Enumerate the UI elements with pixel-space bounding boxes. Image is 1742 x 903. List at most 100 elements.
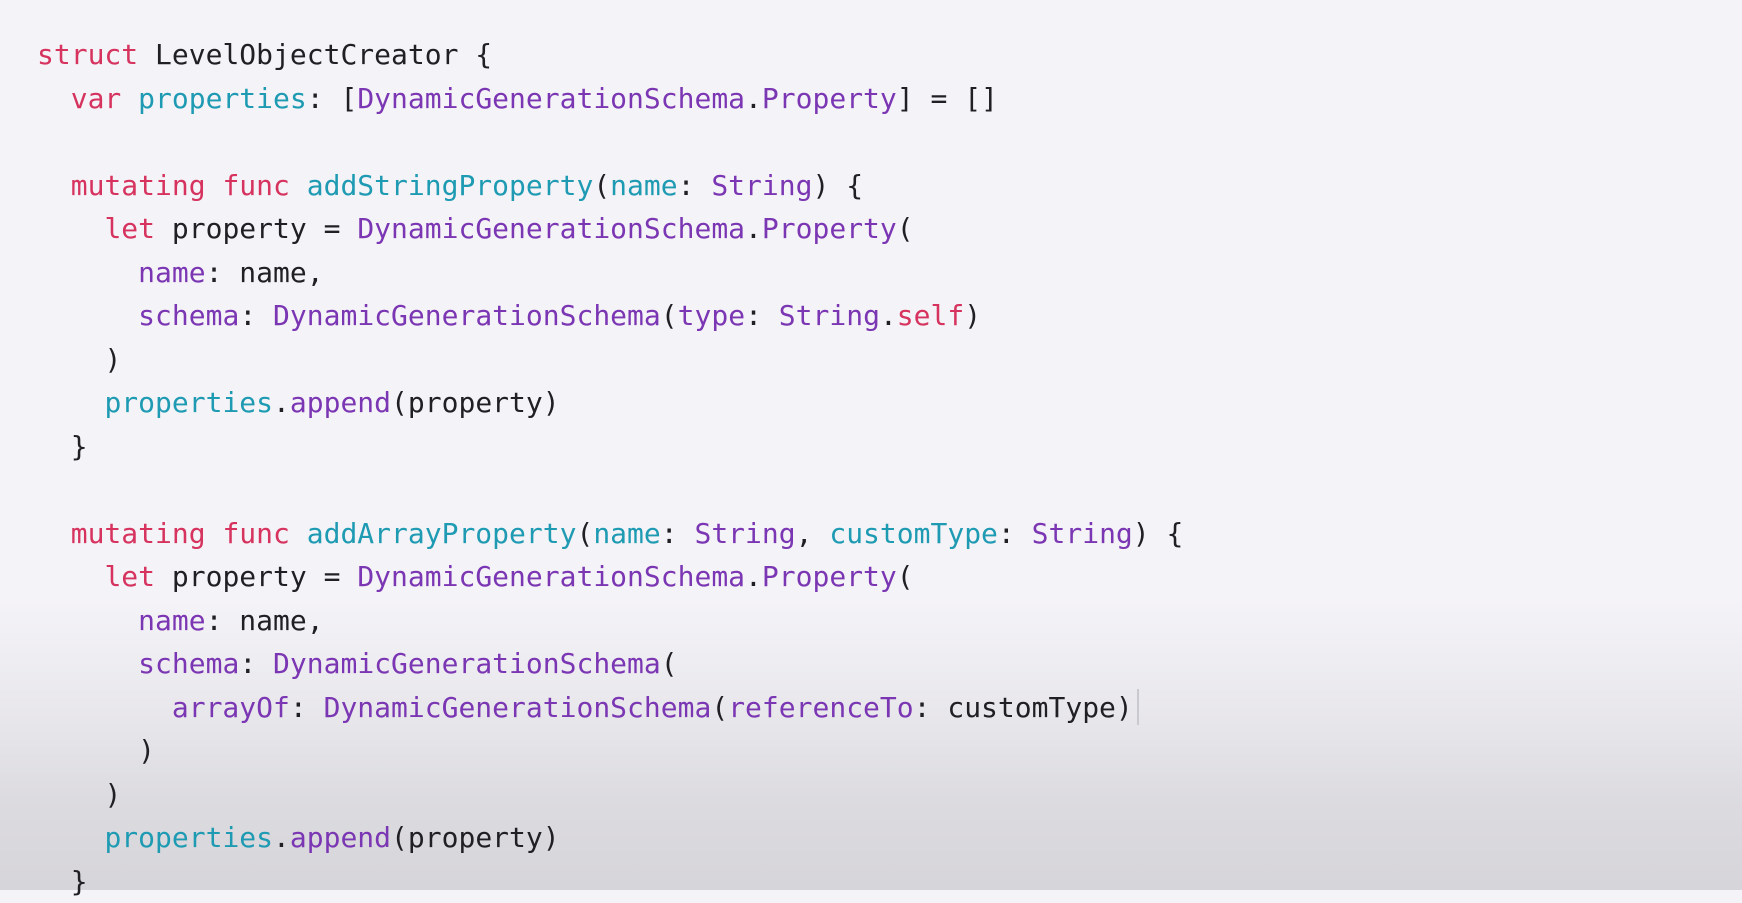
- code-token-type: DynamicGenerationSchema: [273, 299, 661, 332]
- code-line: let property = DynamicGenerationSchema.P…: [37, 207, 1183, 251]
- indent: [37, 778, 104, 811]
- code-token-plain: :: [239, 647, 273, 680]
- code-token-fn: name: [593, 517, 660, 550]
- code-line: struct LevelObjectCreator {: [37, 33, 1183, 77]
- code-line: mutating func addArrayProperty(name: Str…: [37, 512, 1183, 556]
- code-token-fn: addStringProperty: [307, 169, 594, 202]
- code-token-plain: (: [711, 691, 728, 724]
- code-token-plain: [206, 169, 223, 202]
- indent: [37, 691, 172, 724]
- code-token-plain: [206, 517, 223, 550]
- code-token-label: type: [678, 299, 745, 332]
- code-token-prop: properties: [104, 821, 273, 854]
- code-token-type: String: [711, 169, 812, 202]
- code-token-plain: ): [138, 734, 155, 767]
- code-token-type: DynamicGenerationSchema: [357, 560, 745, 593]
- code-line: }: [37, 425, 1183, 469]
- code-token-plain: (: [593, 169, 610, 202]
- code-token-plain: : name,: [206, 604, 324, 637]
- code-token-type: DynamicGenerationSchema: [324, 691, 712, 724]
- code-token-plain: .: [273, 386, 290, 419]
- code-token-plain: ): [104, 778, 121, 811]
- indent: [37, 560, 104, 593]
- code-token-plain: (property): [391, 386, 560, 419]
- code-token-label: referenceTo: [728, 691, 913, 724]
- indent: [37, 82, 71, 115]
- code-line: name: name,: [37, 251, 1183, 295]
- indent: [37, 647, 138, 680]
- code-token-kw: func: [222, 169, 289, 202]
- code-token-type: DynamicGenerationSchema: [273, 647, 661, 680]
- code-line: name: name,: [37, 599, 1183, 643]
- code-token-kw: mutating: [71, 517, 206, 550]
- code-token-plain: (: [576, 517, 593, 550]
- indent: [37, 430, 71, 463]
- code-token-plain: LevelObjectCreator {: [138, 38, 492, 71]
- code-line: let property = DynamicGenerationSchema.P…: [37, 555, 1183, 599]
- code-line: schema: DynamicGenerationSchema(type: St…: [37, 294, 1183, 338]
- code-token-prop: properties: [104, 386, 273, 419]
- code-token-prop: properties: [138, 82, 307, 115]
- code-token-type: String: [1032, 517, 1133, 550]
- code-token-kw: mutating: [71, 169, 206, 202]
- code-token-kw: var: [71, 82, 122, 115]
- code-token-plain: ] = []: [897, 82, 998, 115]
- code-token-plain: ): [104, 343, 121, 376]
- code-token-kw: struct: [37, 38, 138, 71]
- code-token-plain: (: [897, 212, 914, 245]
- code-token-plain: :: [678, 169, 712, 202]
- code-line: ): [37, 338, 1183, 382]
- code-token-plain: [290, 517, 307, 550]
- code-token-plain: :: [290, 691, 324, 724]
- code-token-type: String: [779, 299, 880, 332]
- code-line: var properties: [DynamicGenerationSchema…: [37, 77, 1183, 121]
- code-token-plain: :: [998, 517, 1032, 550]
- code-token-label: schema: [138, 647, 239, 680]
- code-line: ): [37, 773, 1183, 817]
- code-token-plain: ): [964, 299, 981, 332]
- text-cursor: [1137, 689, 1139, 725]
- code-token-type: append: [290, 821, 391, 854]
- code-token-kw: let: [104, 560, 155, 593]
- indent: [37, 517, 71, 550]
- code-token-plain: .: [273, 821, 290, 854]
- code-token-plain: .: [745, 212, 762, 245]
- code-token-type: Property: [762, 212, 897, 245]
- code-block[interactable]: struct LevelObjectCreator { var properti…: [37, 33, 1183, 903]
- code-token-plain: (: [897, 560, 914, 593]
- code-token-label: schema: [138, 299, 239, 332]
- code-token-type: Property: [762, 82, 897, 115]
- code-token-plain: :: [239, 299, 273, 332]
- indent: [37, 256, 138, 289]
- indent: [37, 734, 138, 767]
- code-line: properties.append(property): [37, 816, 1183, 860]
- code-token-label: arrayOf: [172, 691, 290, 724]
- code-token-plain: ,: [796, 517, 830, 550]
- code-line: properties.append(property): [37, 381, 1183, 425]
- code-token-plain: [290, 169, 307, 202]
- code-token-type: String: [694, 517, 795, 550]
- code-line: ): [37, 729, 1183, 773]
- code-token-plain: property =: [155, 212, 357, 245]
- indent: [37, 343, 104, 376]
- code-token-type: Property: [762, 560, 897, 593]
- code-token-label: name: [138, 604, 205, 637]
- indent: [37, 386, 104, 419]
- code-token-fn: addArrayProperty: [307, 517, 577, 550]
- code-token-type: DynamicGenerationSchema: [357, 82, 745, 115]
- code-token-fn: customType: [829, 517, 998, 550]
- code-token-label: name: [138, 256, 205, 289]
- code-token-plain: : [: [307, 82, 358, 115]
- code-line: mutating func addStringProperty(name: St…: [37, 164, 1183, 208]
- indent: [37, 821, 104, 854]
- code-token-plain: ) {: [812, 169, 863, 202]
- code-token-plain: : name,: [206, 256, 324, 289]
- code-token-type: DynamicGenerationSchema: [357, 212, 745, 245]
- indent: [37, 299, 138, 332]
- indent: [37, 604, 138, 637]
- code-token-kw: self: [897, 299, 964, 332]
- code-token-plain: :: [745, 299, 779, 332]
- code-line: [37, 120, 1183, 164]
- code-line: }: [37, 860, 1183, 903]
